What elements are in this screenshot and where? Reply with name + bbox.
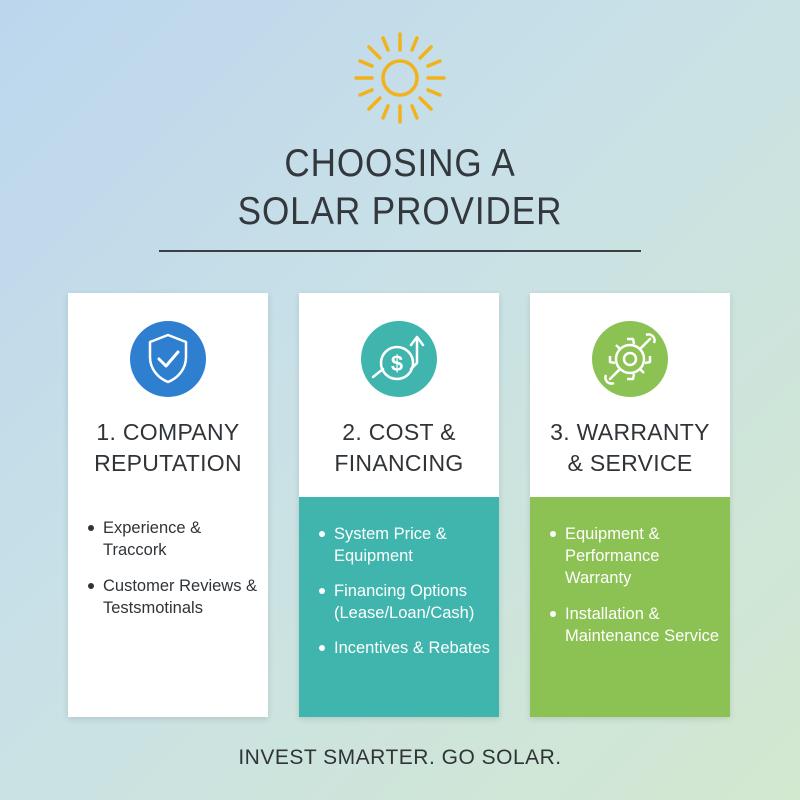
title-line-1: CHOOSING A: [284, 142, 516, 185]
card-heading-line-2: REPUTATION: [94, 450, 242, 476]
wrench-gear-icon: [592, 321, 668, 397]
card-cost-financing: $ 2. COST & FINANCING System Price & Equ…: [299, 293, 499, 717]
bullet-item: Installation & Maintenance Service: [548, 603, 726, 647]
page-title: CHOOSING A SOLAR PROVIDER: [40, 140, 760, 236]
bullet-list: Experience & Traccork Customer Reviews &…: [86, 517, 264, 633]
bullet-item: Experience & Traccork: [86, 517, 264, 561]
bullet-item: Equipment & Performance Warranty: [548, 523, 726, 589]
card-bottom-panel: [530, 497, 730, 717]
title-line-2: SOLAR PROVIDER: [237, 190, 563, 233]
bullet-list: System Price & Equipment Financing Optio…: [317, 523, 495, 672]
card-bottom-panel: [68, 497, 268, 717]
card-heading: 3. WARRANTY & SERVICE: [530, 417, 730, 479]
card-heading-line-1: 1. COMPANY: [96, 419, 240, 445]
shield-check-icon: [130, 321, 206, 397]
sun-icon: [354, 32, 446, 124]
dollar-growth-icon: $: [361, 321, 437, 397]
card-warranty-service: 3. WARRANTY & SERVICE Equipment & Perfor…: [530, 293, 730, 717]
card-heading: 2. COST & FINANCING: [299, 417, 499, 479]
footer-tagline: INVEST SMARTER. GO SOLAR.: [238, 746, 562, 769]
bullet-item: Financing Options (Lease/Loan/Cash): [317, 580, 495, 624]
svg-text:$: $: [391, 351, 403, 376]
bullet-item: Customer Reviews & Testsmotinals: [86, 575, 264, 619]
bullet-item: System Price & Equipment: [317, 523, 495, 567]
card-heading-line-1: 3. WARRANTY: [550, 419, 710, 445]
card-heading-line-2: FINANCING: [334, 450, 464, 476]
title-divider: [159, 250, 641, 252]
card-heading-line-2: & SERVICE: [567, 450, 693, 476]
card-heading-line-1: 2. COST &: [342, 419, 456, 445]
bullet-list: Equipment & Performance Warranty Install…: [548, 523, 726, 661]
card-bottom-panel: [299, 497, 499, 717]
bullet-item: Incentives & Rebates: [317, 637, 495, 659]
card-heading: 1. COMPANY REPUTATION: [68, 417, 268, 479]
card-company-reputation: 1. COMPANY REPUTATION Experience & Tracc…: [68, 293, 268, 717]
